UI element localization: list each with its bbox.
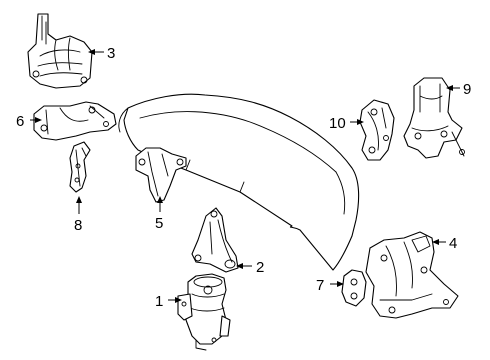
- callout-8: 8: [74, 217, 82, 234]
- callout-leaders: [30, 49, 460, 303]
- part-6-mount-bracket: [33, 101, 117, 141]
- callout-10: 10: [329, 115, 346, 132]
- engine-block-outline: [118, 93, 360, 271]
- part-1-engine-mount-lower: [177, 273, 231, 351]
- callout-4: 4: [449, 235, 457, 252]
- part-2-triangle-bracket: [191, 207, 239, 273]
- callout-1: 1: [155, 293, 163, 310]
- callout-3: 3: [107, 45, 115, 62]
- part-8-small-bracket: [69, 141, 91, 193]
- callout-9: 9: [463, 81, 471, 98]
- callout-6: 6: [16, 113, 24, 130]
- part-4-transmission-mount-lower: [365, 231, 459, 319]
- callout-7: 7: [316, 277, 324, 294]
- callout-5: 5: [155, 215, 163, 232]
- part-3-engine-mount-upper: [27, 13, 93, 89]
- part-10-mount-bracket-right: [359, 99, 395, 161]
- callout-numbers: 3 6 8 5 2 1 10 9 4 7: [16, 45, 471, 310]
- part-9-transmission-mount: [403, 77, 465, 159]
- part-5-front-mount-bracket: [135, 147, 187, 203]
- callout-2: 2: [256, 259, 264, 276]
- part-7-mount-plate: [341, 269, 367, 307]
